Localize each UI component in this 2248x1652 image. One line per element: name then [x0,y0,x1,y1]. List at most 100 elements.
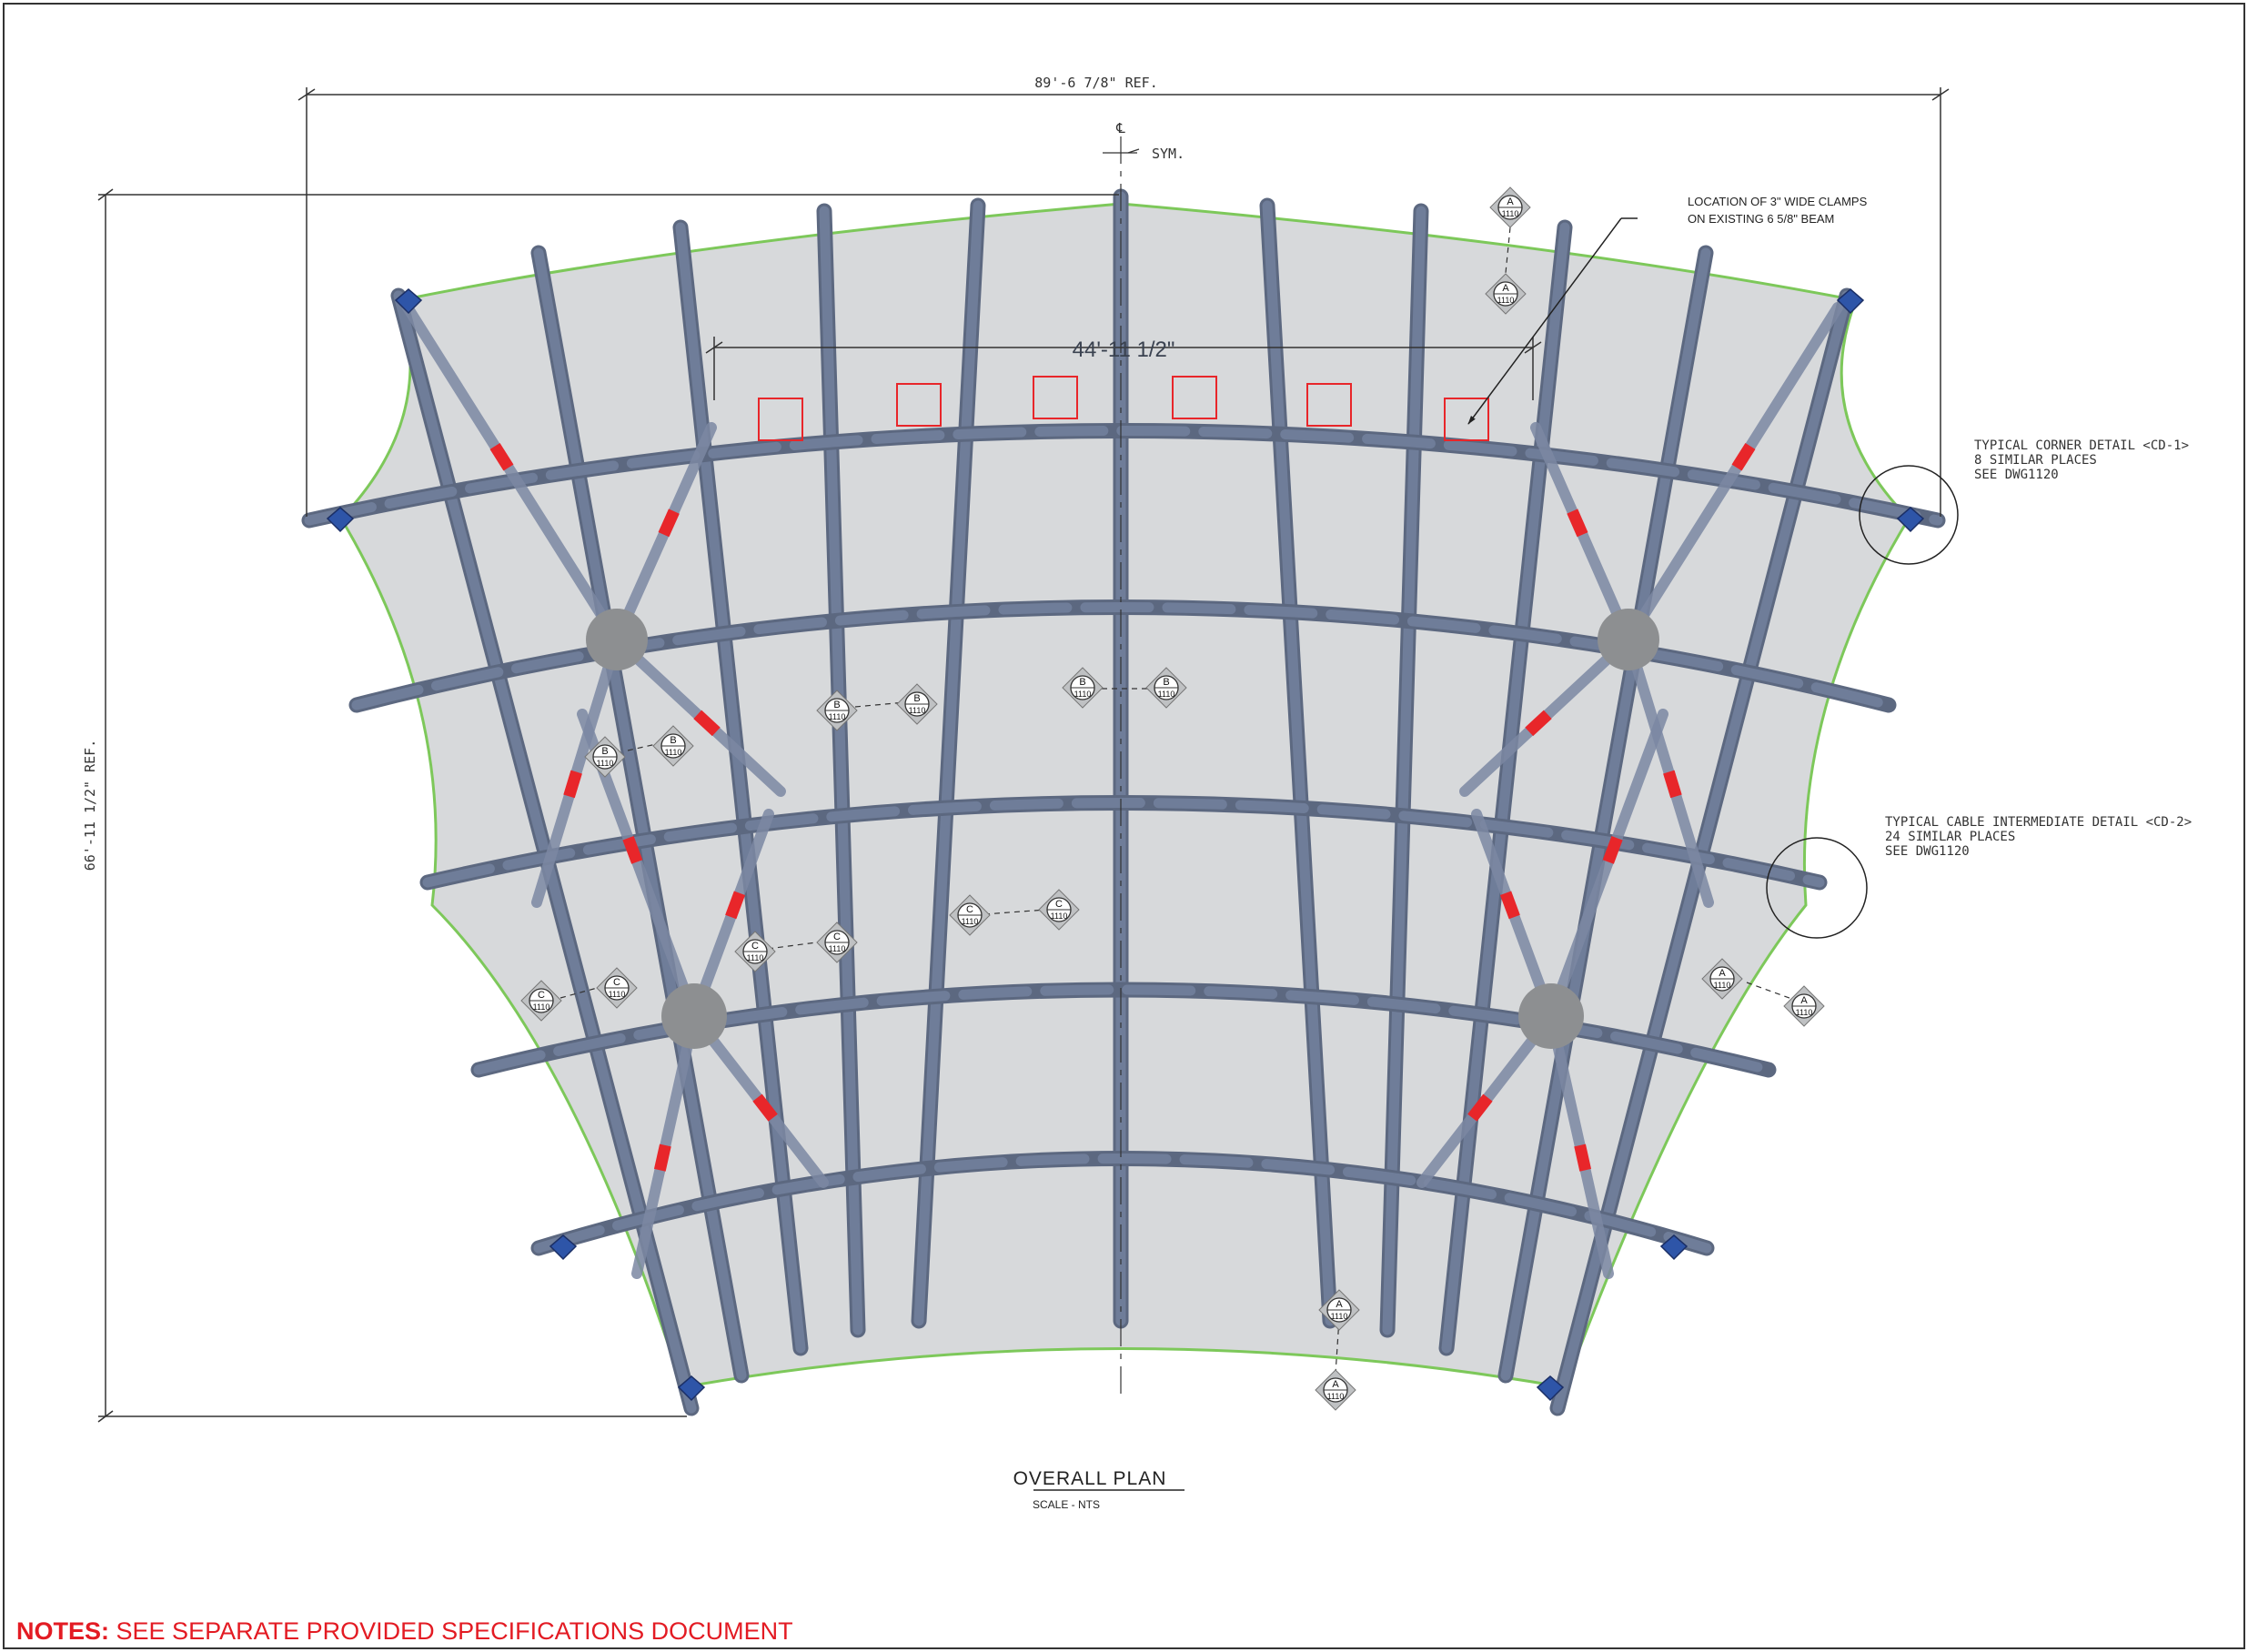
cable-callout-line1: TYPICAL CABLE INTERMEDIATE DETAIL <CD-2> [1885,815,2192,830]
section-tag-letter: C [751,941,759,952]
arc-member-core [304,426,1943,526]
section-tag-sheet: 1110 [962,917,979,926]
radial-member-core [1500,247,1711,1381]
section-tag-sheet: 1110 [1051,912,1068,921]
red-turnbuckle [1499,891,1520,920]
section-tag: B 1110 [1145,667,1187,709]
radial-member-core [533,247,747,1381]
section-tag-letter: C [966,904,973,915]
section-tag-sheet: 1110 [665,748,682,757]
section-tag-letter: C [833,932,841,942]
red-turnbuckle [693,710,721,737]
section-tag-sheet: 1110 [1796,1008,1813,1017]
section-tag-sheet: 1110 [829,712,846,721]
corner-plate [1896,507,1925,533]
clamp-box [1306,383,1352,427]
radial-member-core [675,222,806,1354]
section-tag-letter: B [913,693,920,704]
overall-height-dimension [97,188,1119,1423]
notes-line: NOTES: SEE SEPARATE PROVIDED SPECIFICATI… [16,1617,793,1646]
radial-member-core [1382,206,1426,1335]
clamp-callout-line2: ON EXISTING 6 5/8" BEAM [1688,212,1834,226]
radial-member-core [913,200,983,1326]
section-tag-letter: A [1502,283,1509,294]
cable-detail-circle [1766,837,1868,939]
section-tag-letter: A [1800,995,1808,1006]
corner-callout-line3: SEE DWG1120 [1974,468,2059,482]
diagonal-strut [1546,1011,1614,1279]
red-turnbuckle [658,509,680,538]
section-tag: C 1110 [949,894,991,936]
clamp-box [758,398,803,441]
corner-plates [326,288,1925,1402]
corner-plate [326,507,355,533]
section-tag-sheet: 1110 [1331,1312,1348,1321]
corner-callout-line2: 8 SIMILAR PLACES [1974,453,2097,468]
red-turnbuckle [752,1093,778,1122]
section-tag-letter: B [670,735,676,746]
clamp-box [1033,376,1078,419]
sheet-border [3,3,2245,1649]
notes-text: SEE SEPARATE PROVIDED SPECIFICATIONS DOC… [116,1617,793,1645]
section-tag-letter: C [1055,899,1063,910]
notes-label: NOTES: [16,1617,110,1645]
section-tag-letter: B [833,700,840,710]
centerline-sym-label: SYM. [1152,146,1184,162]
radial-member-core [1441,222,1570,1354]
overall-width-label: 89'-6 7/8" REF. [1034,75,1157,91]
section-tag-sheet: 1110 [1327,1392,1345,1401]
arc-member-core [533,1153,1712,1254]
radial-member-core [1262,200,1336,1326]
cable-callout-line3: SEE DWG1120 [1885,844,1970,859]
section-tag-letter: A [1719,968,1726,979]
section-tag-letter: C [613,977,620,988]
section-tag: B 1110 [584,736,626,778]
corner-plate [549,1234,578,1261]
red-turnbuckle [725,891,746,920]
section-tag-sheet: 1110 [1714,981,1731,990]
radial-member-core [819,206,863,1335]
section-tag-sheet: 1110 [533,1002,550,1012]
diagonal-strut [631,1011,700,1279]
column-node-lower-left [661,983,727,1049]
corner-plate [1836,288,1865,315]
section-tag: A 1110 [1701,958,1743,1000]
overall-height-label: 66'-11 1/2" REF. [82,740,98,871]
section-tag-sheet: 1110 [1502,209,1519,218]
section-tag-letter: A [1332,1379,1339,1390]
section-tag: A 1110 [1783,985,1825,1027]
section-tag-letter: A [1507,196,1514,207]
red-turnbuckle [563,770,582,799]
column-node-lower-right [1518,983,1584,1049]
section-tag-sheet: 1110 [1158,690,1175,699]
section-tags: A1110A1110A1110A1110A1110A1110B1110B1110… [520,186,1825,1411]
column-node-upper-right [1598,609,1659,670]
corner-callout-line1: TYPICAL CORNER DETAIL <CD-1> [1974,438,2189,453]
corner-plate [677,1375,706,1402]
section-tag-letter: A [1336,1299,1343,1310]
section-tag: A 1110 [1318,1289,1360,1331]
diagonal-strut [402,302,622,645]
section-tag-sheet: 1110 [597,759,614,768]
red-turnbuckle [1525,710,1552,737]
section-tag: A 1110 [1315,1369,1356,1411]
section-tag-letter: B [601,746,608,757]
clamp-leader-arrow [1467,217,1622,425]
diagonal-strut [1546,709,1668,1022]
centerline-symbol: ℄ [1115,120,1125,136]
section-tag-letter: B [1163,677,1169,688]
clamp-box [896,383,942,427]
section-tag-sheet: 1110 [1497,296,1515,305]
red-turnbuckle [1731,442,1756,471]
cable-callout-line2: 24 SIMILAR PLACES [1885,830,2015,844]
section-tag: C 1110 [1038,889,1080,931]
red-turnbuckle [1663,770,1682,799]
red-turnbuckle [489,442,514,471]
